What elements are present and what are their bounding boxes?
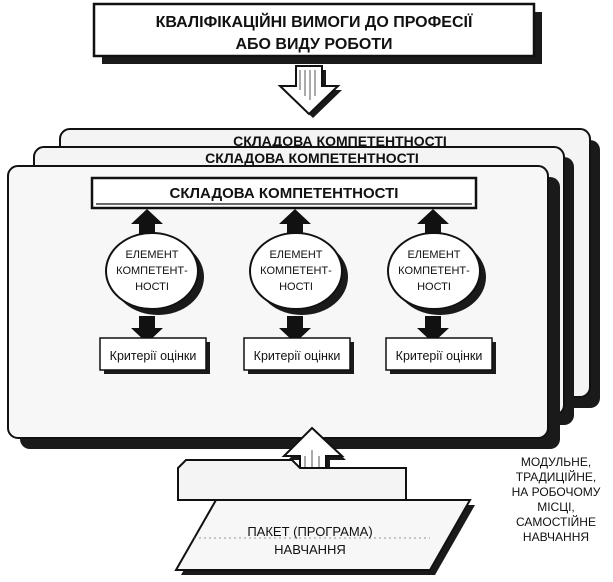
criteria-label: Критерії оцінки bbox=[396, 349, 483, 363]
training-types-line-6: НАВЧАННЯ bbox=[523, 530, 589, 544]
element-column-3: ЕЛЕМЕНТ КОМПЕТЕНТ- НОСТІ Критерії оцінки bbox=[385, 209, 496, 374]
criteria-label: Критерії оцінки bbox=[110, 349, 197, 363]
package-line-1: ПАКЕТ (ПРОГРАМА) bbox=[247, 524, 372, 539]
down-arrow-icon bbox=[279, 316, 311, 343]
front-card-title: СКЛАДОВА КОМПЕТЕНТНОСТІ bbox=[170, 185, 399, 202]
back-card-title: СКЛАДОВА КОМПЕТЕНТНОСТІ bbox=[233, 133, 447, 149]
training-types-line-4: МІСЦІ, bbox=[537, 500, 575, 514]
header-line-2: АБО ВИДУ РОБОТИ bbox=[235, 36, 392, 53]
up-arrow-icon bbox=[279, 209, 311, 236]
element-column-1: ЕЛЕМЕНТ КОМПЕТЕНТ- НОСТІ Критерії оцінки bbox=[99, 209, 210, 374]
up-arrow-icon bbox=[131, 209, 163, 236]
element-label-line-1: ЕЛЕМЕНТ bbox=[125, 249, 178, 261]
training-types-line-1: МОДУЛЬНЕ, bbox=[521, 455, 591, 469]
header-line-1: КВАЛІФІКАЦІЙНІ ВИМОГИ ДО ПРОФЕСІЇ bbox=[156, 12, 473, 31]
competence-element-ellipse: ЕЛЕМЕНТ КОМПЕТЕНТ- НОСТІ bbox=[249, 232, 348, 315]
element-label-line-2: КОМПЕТЕНТ- bbox=[260, 265, 332, 277]
element-label-line-3: НОСТІ bbox=[279, 281, 313, 293]
criteria-box: Критерії оцінки bbox=[385, 337, 496, 374]
criteria-box: Критерії оцінки bbox=[99, 337, 210, 374]
competence-element-ellipse: ЕЛЕМЕНТ КОМПЕТЕНТ- НОСТІ bbox=[387, 232, 486, 315]
up-arrow-icon bbox=[417, 209, 449, 236]
element-label-line-3: НОСТІ bbox=[417, 281, 451, 293]
training-package-folder: ПАКЕТ (ПРОГРАМА) НАВЧАННЯ bbox=[174, 459, 475, 575]
criteria-label: Критерії оцінки bbox=[254, 349, 341, 363]
package-line-2: НАВЧАННЯ bbox=[274, 542, 346, 557]
criteria-box: Критерії оцінки bbox=[243, 337, 354, 374]
competence-element-ellipse: ЕЛЕМЕНТ КОМПЕТЕНТ- НОСТІ bbox=[105, 232, 204, 315]
down-arrow-icon bbox=[131, 316, 163, 343]
element-label-line-1: ЕЛЕМЕНТ bbox=[269, 249, 322, 261]
competence-component-title-box: СКЛАДОВА КОМПЕТЕНТНОСТІ bbox=[90, 176, 478, 210]
training-types-line-3: НА РОБОЧОМУ bbox=[512, 485, 601, 499]
training-types-note: МОДУЛЬНЕ, ТРАДИЦІЙНЕ, НА РОБОЧОМУ МІСЦІ,… bbox=[512, 455, 601, 544]
element-label-line-1: ЕЛЕМЕНТ bbox=[407, 249, 460, 261]
element-label-line-2: КОМПЕТЕНТ- bbox=[116, 265, 188, 277]
middle-card-title: СКЛАДОВА КОМПЕТЕНТНОСТІ bbox=[205, 150, 419, 166]
down-arrow-icon bbox=[417, 316, 449, 343]
training-types-line-5: САМОСТІЙНЕ bbox=[516, 514, 596, 529]
down-arrow-icon bbox=[277, 65, 342, 118]
qualification-requirements-box: КВАЛІФІКАЦІЙНІ ВИМОГИ ДО ПРОФЕСІЇ АБО ВИ… bbox=[92, 2, 542, 64]
element-label-line-2: КОМПЕТЕНТ- bbox=[398, 265, 470, 277]
element-column-2: ЕЛЕМЕНТ КОМПЕТЕНТ- НОСТІ Критерії оцінки bbox=[243, 209, 354, 374]
element-label-line-3: НОСТІ bbox=[135, 281, 169, 293]
training-types-line-2: ТРАДИЦІЙНЕ, bbox=[516, 469, 597, 484]
